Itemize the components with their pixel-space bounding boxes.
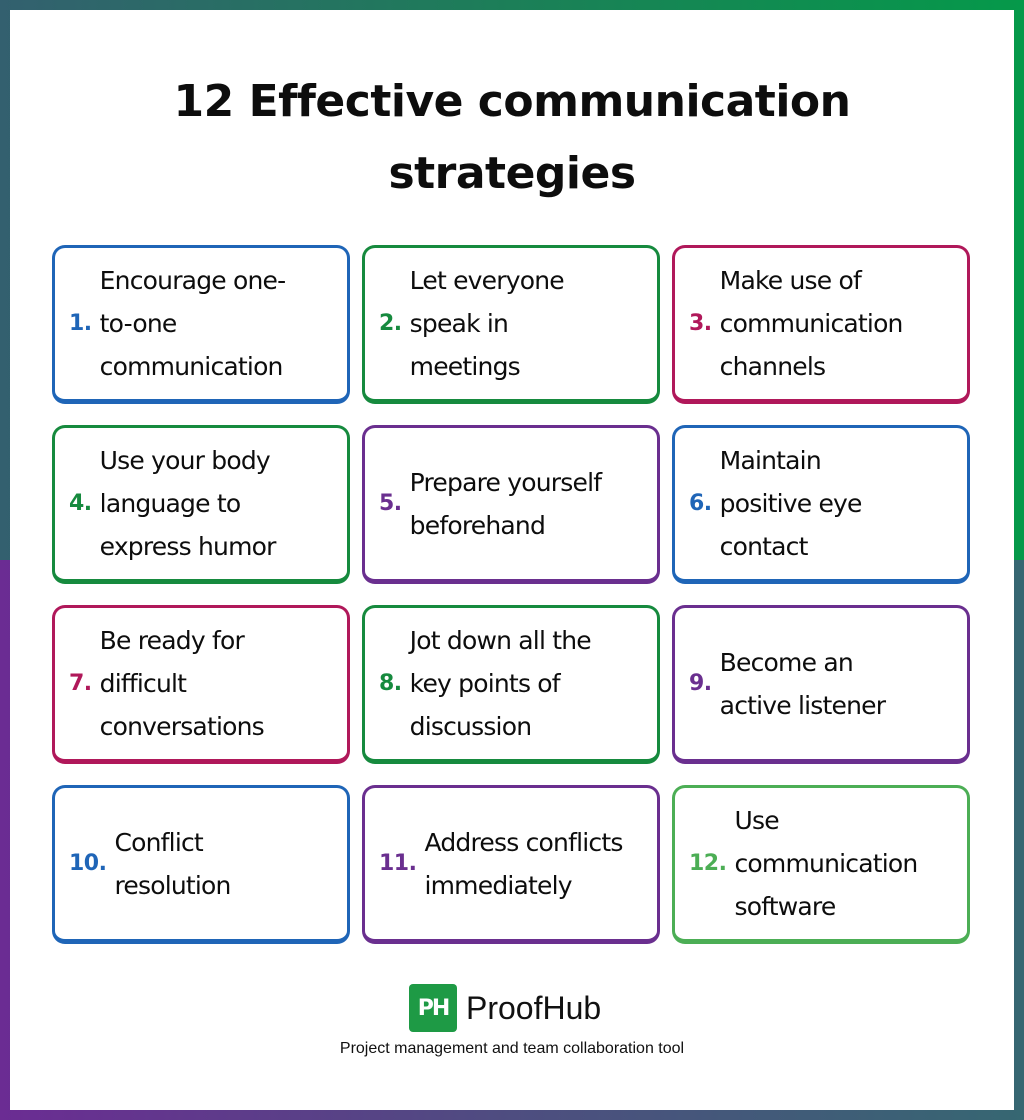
strategy-text: Make use of communication channels [719, 266, 904, 381]
strategy-text: Use communication software [734, 806, 918, 921]
strategy-card-9: 9. Become an active listener [672, 605, 970, 764]
strategy-number: 8. [379, 671, 402, 696]
strategy-number: 6. [689, 491, 712, 516]
strategy-card-3: 3. Make use of communication channels [672, 245, 970, 404]
strategy-text: Let everyone speak in meetings [409, 266, 565, 381]
strategy-text: Address conflicts immediately [424, 827, 623, 900]
strategy-text: Conflict resolution [114, 827, 231, 900]
strategy-text: Jot down all the key points of discussio… [409, 626, 592, 741]
strategy-number: 11. [379, 851, 417, 876]
page-title: 12 Effective communication strategies [10, 66, 1014, 210]
brand-name: ProofHub [466, 989, 602, 1026]
strategy-number: 12. [689, 851, 727, 876]
strategy-text: Become an active listener [719, 647, 886, 720]
title-line-1: 12 Effective communication [173, 76, 851, 127]
strategy-text: Be ready for difficult conversations [99, 626, 265, 741]
strategy-number: 3. [689, 311, 712, 336]
strategy-number: 7. [69, 671, 92, 696]
strategy-number: 10. [69, 851, 107, 876]
strategy-card-1: 1. Encourage one- to-one communication [52, 245, 350, 404]
strategy-card-11: 11. Address conflicts immediately [362, 785, 660, 944]
strategy-card-5: 5. Prepare yourself beforehand [362, 425, 660, 584]
strategy-number: 2. [379, 311, 402, 336]
proofhub-logo: PH ProofHub [409, 984, 601, 1032]
title-line-2: strategies [388, 148, 636, 199]
strategy-card-4: 4. Use your body language to express hum… [52, 425, 350, 584]
strategy-text: Use your body language to express humor [99, 446, 277, 561]
strategy-card-2: 2. Let everyone speak in meetings [362, 245, 660, 404]
strategy-text: Prepare yourself beforehand [409, 467, 602, 540]
infographic-panel: 12 Effective communication strategies 1.… [10, 10, 1014, 1110]
strategy-text: Encourage one- to-one communication [99, 266, 286, 381]
strategy-text: Maintain positive eye contact [719, 446, 863, 561]
proofhub-logo-icon: PH [409, 984, 457, 1032]
strategy-number: 5. [379, 491, 402, 516]
strategy-card-6: 6. Maintain positive eye contact [672, 425, 970, 584]
brand-tagline: Project management and team collaboratio… [339, 1040, 685, 1057]
strategy-number: 1. [69, 311, 92, 336]
strategy-card-12: 12. Use communication software [672, 785, 970, 944]
strategy-number: 9. [689, 671, 712, 696]
strategy-card-8: 8. Jot down all the key points of discus… [362, 605, 660, 764]
strategy-card-7: 7. Be ready for difficult conversations [52, 605, 350, 764]
strategy-card-10: 10. Conflict resolution [52, 785, 350, 944]
strategy-number: 4. [69, 491, 92, 516]
